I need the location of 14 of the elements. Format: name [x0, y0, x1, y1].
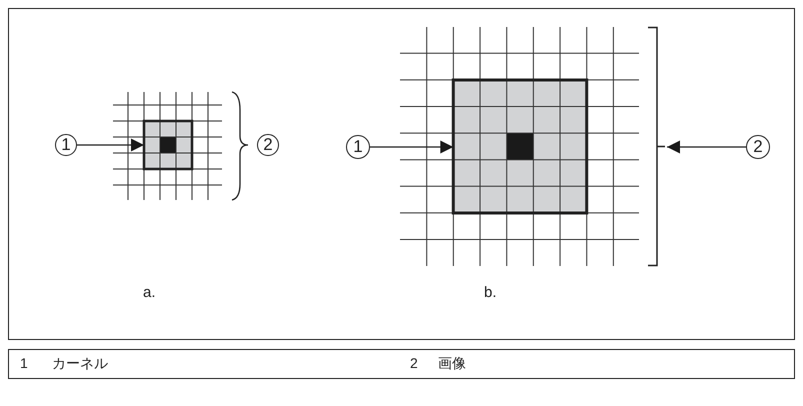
legend-text: カーネル	[52, 355, 108, 373]
legend-text: 画像	[438, 355, 466, 373]
legend-number: 2	[410, 355, 418, 371]
leader-arrow	[77, 138, 144, 152]
panel-label: a.	[143, 284, 156, 301]
callout-number: 1	[55, 134, 77, 156]
callout-number: 2	[746, 135, 770, 159]
callout-number: 2	[257, 134, 279, 156]
leader-arrow	[370, 140, 454, 154]
leader-arrow	[667, 140, 746, 154]
panel-label: b.	[484, 284, 497, 301]
square-bracket	[648, 27, 666, 266]
callout-number: 1	[346, 135, 370, 159]
legend-number: 1	[20, 355, 28, 371]
